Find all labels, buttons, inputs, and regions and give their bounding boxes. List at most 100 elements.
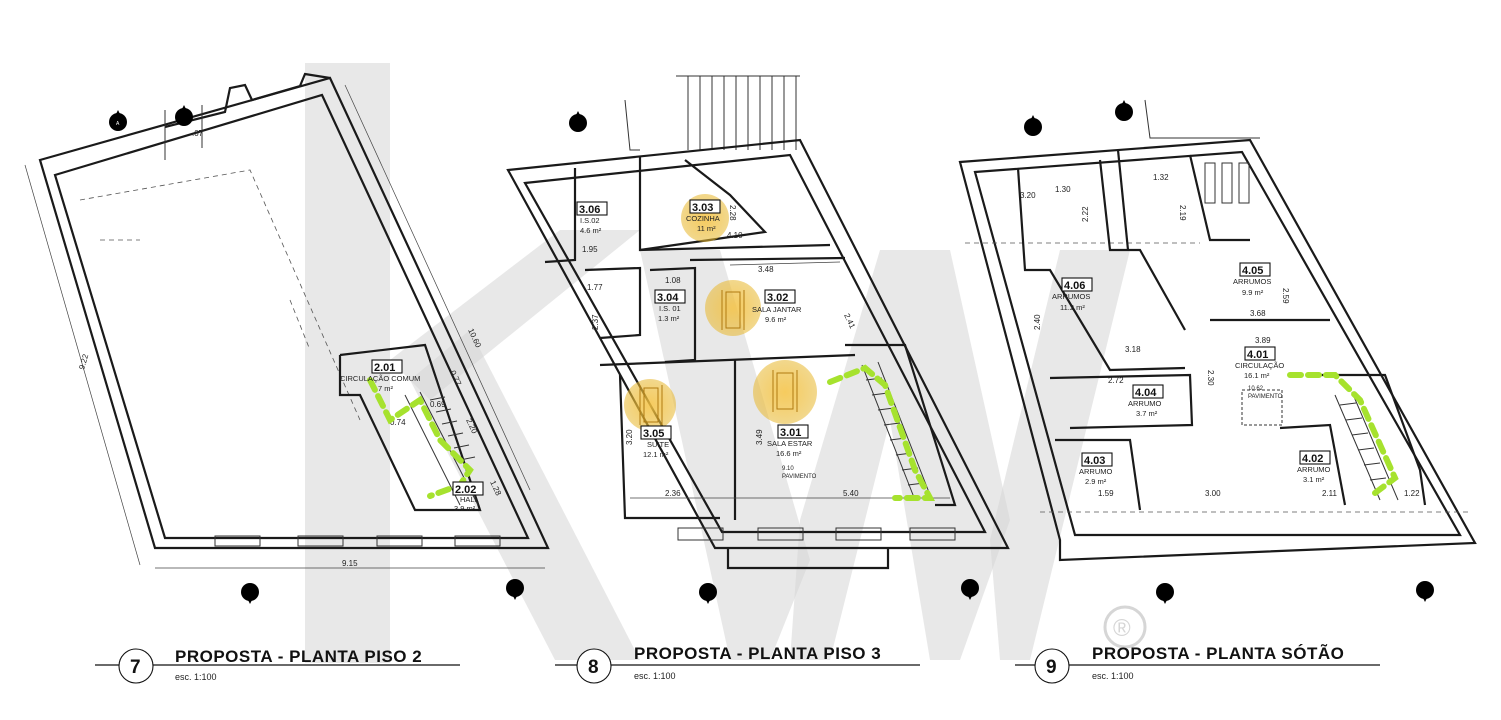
dim-label: 1.59 xyxy=(1098,489,1114,498)
pavimento-label: PAVIMENTO xyxy=(1248,394,1283,400)
dim-label: 2.19 xyxy=(1178,205,1187,221)
room-number: 3.02 xyxy=(767,292,788,304)
room-area: 4.6 m² xyxy=(580,226,602,235)
room-area: 3.1 m² xyxy=(1303,475,1325,484)
dim-label: 1.77 xyxy=(587,283,603,292)
plan-scale: esc. 1:100 xyxy=(1092,671,1134,681)
room-name: I.S. 01 xyxy=(659,304,681,313)
dim-label: 3.89 xyxy=(1255,336,1271,345)
dim-label: 3.20 xyxy=(625,429,634,445)
dim-label: 2.30 xyxy=(1206,370,1215,386)
section-marker-icon xyxy=(569,111,587,132)
section-marker-label: A xyxy=(116,121,120,127)
dim-label: 1.30 xyxy=(1055,185,1071,194)
room-area: 16.1 m² xyxy=(1244,371,1270,380)
dim-label: 1.95 xyxy=(582,245,598,254)
plan-number: 9 xyxy=(1046,657,1057,678)
section-marker-icon xyxy=(241,583,259,604)
pavimento-level: 9.10 xyxy=(782,466,794,472)
dim-label: 2.72 xyxy=(1108,376,1124,385)
dim-label: 2.22 xyxy=(1081,206,1090,222)
room-name: ARRUMOS xyxy=(1052,292,1090,301)
dim-label: 0.69 xyxy=(430,400,446,409)
room-name: I.S.02 xyxy=(580,216,600,225)
stairs xyxy=(429,396,476,461)
section-marker-icon xyxy=(699,583,717,604)
room-number: 3.05 xyxy=(643,428,664,440)
room-number: 4.05 xyxy=(1242,265,1263,277)
room-number: 2.01 xyxy=(374,362,395,374)
dim-label: 0.74 xyxy=(390,418,406,427)
room-area: 9.6 m² xyxy=(765,315,787,324)
dim-label: 5.40 xyxy=(843,489,859,498)
dim-label: 3.18 xyxy=(1125,345,1141,354)
room-name: COZINHA xyxy=(686,214,720,223)
room-area: 2.9 m² xyxy=(1085,477,1107,486)
room-name: SALA JANTAR xyxy=(752,305,802,314)
room-name: HALL xyxy=(460,495,479,504)
dim-label: 1.32 xyxy=(1153,173,1169,182)
section-marker-icon xyxy=(1024,115,1042,136)
room-area: 3.9 m² xyxy=(454,504,476,513)
plan-title: PROPOSTA - PLANTA PISO 2 xyxy=(175,647,422,666)
dim-label: 4.10 xyxy=(727,231,743,240)
dim-label: 3.00 xyxy=(1205,489,1221,498)
room-name: ARRUMO xyxy=(1297,465,1330,474)
dim-label: 2.40 xyxy=(1033,314,1042,330)
dim-label: 1.22 xyxy=(1404,489,1420,498)
plan-title: PROPOSTA - PLANTA SÓTÃO xyxy=(1092,643,1344,663)
section-marker-icon xyxy=(175,105,193,126)
room-name: ARRUMOS xyxy=(1233,277,1271,286)
dim-label: 3.48 xyxy=(758,265,774,274)
room-number: 3.06 xyxy=(579,204,600,216)
dim-label: 2.37 xyxy=(591,314,600,330)
registered-mark: ® xyxy=(1113,615,1131,642)
stairs xyxy=(1339,402,1387,481)
room-number: 4.06 xyxy=(1064,280,1085,292)
skylight-icon xyxy=(1204,162,1250,204)
room-number: 4.01 xyxy=(1247,349,1268,361)
room-area: 7 m² xyxy=(378,384,394,393)
room-number: 3.04 xyxy=(657,292,679,304)
plan-scale: esc. 1:100 xyxy=(175,672,217,682)
dim-label: 3.20 xyxy=(1020,191,1036,200)
pavimento-level: 10.62 xyxy=(1248,386,1264,392)
dim-label: 2.11 xyxy=(1322,489,1338,498)
pavimento-label: PAVIMENTO xyxy=(782,474,817,480)
room-number: 3.01 xyxy=(780,427,801,439)
room-number: 4.02 xyxy=(1302,453,1323,465)
section-marker-icon xyxy=(506,579,524,600)
room-name: SALA ESTAR xyxy=(767,439,813,448)
room-number: 3.03 xyxy=(692,202,713,214)
dim-label: 3.68 xyxy=(1250,309,1266,318)
room-name: CIRCULAÇÃO xyxy=(1235,361,1284,370)
room-number: 4.04 xyxy=(1135,387,1157,399)
dim-label: 2.36 xyxy=(665,489,681,498)
section-marker-icon xyxy=(1416,581,1434,602)
room-name: CIRCULAÇÃO COMUM xyxy=(340,374,420,383)
room-area: 12.1 m² xyxy=(643,450,669,459)
room-area: 11.2 m² xyxy=(1060,303,1085,312)
plan-piso-2: 9.22 9.15 10.60 0.77 2.20 1.28 .07 0.69 … xyxy=(24,72,550,684)
room-name: SUITE xyxy=(647,440,669,449)
room-area: 1.3 m² xyxy=(658,314,680,323)
dim-label: 2.28 xyxy=(728,205,737,221)
section-marker-icon xyxy=(1115,100,1133,121)
terrace-slats xyxy=(676,75,800,150)
dim-label: 2.59 xyxy=(1281,288,1290,304)
section-marker-icon: A xyxy=(109,110,127,131)
room-area: 9.9 m² xyxy=(1242,288,1264,297)
room-name: ARRUMO xyxy=(1079,467,1112,476)
accessibility-route xyxy=(1287,372,1399,496)
room-area: 3.7 m² xyxy=(1136,409,1158,418)
dim-label: 3.49 xyxy=(755,429,764,445)
accessibility-route xyxy=(827,364,936,501)
dim-label: .07 xyxy=(192,129,204,138)
dim-label: 2.41 xyxy=(842,312,857,330)
dim-label: 9.22 xyxy=(77,353,90,371)
plan-number: 7 xyxy=(130,657,141,678)
room-number: 2.02 xyxy=(455,484,476,496)
room-area: 16.6 m² xyxy=(776,449,802,458)
dim-label: 1.08 xyxy=(665,276,681,285)
